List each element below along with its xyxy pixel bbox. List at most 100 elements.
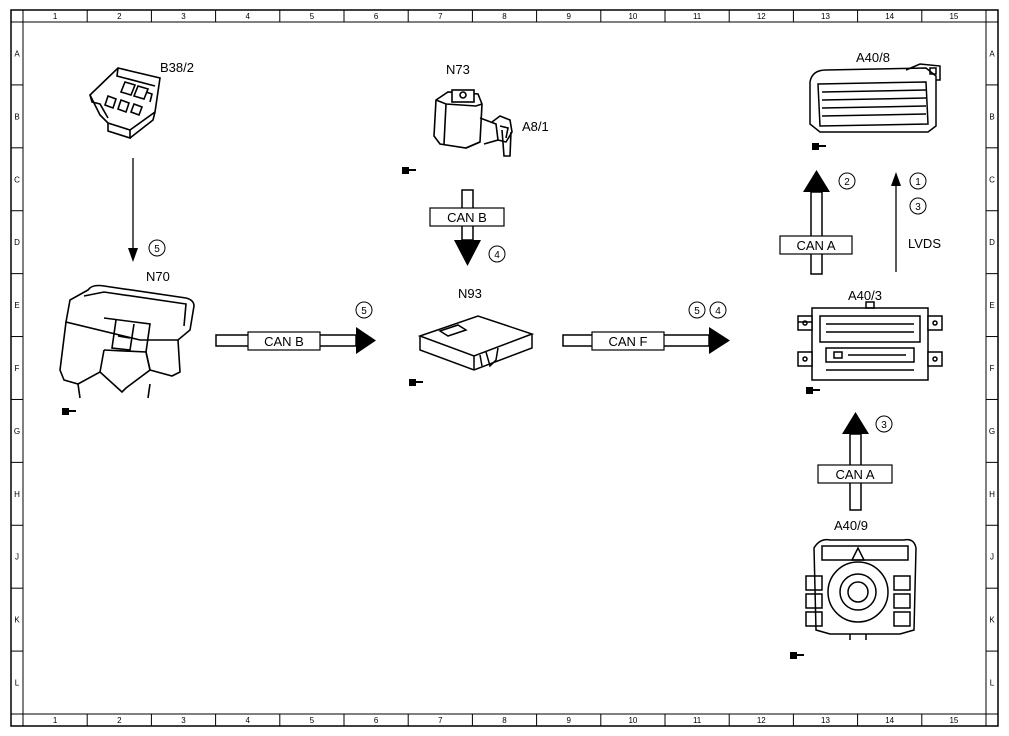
column-label: 8 bbox=[502, 716, 507, 725]
outer-frame bbox=[10, 9, 999, 727]
bus-box-a40-9-a40-3 bbox=[817, 464, 893, 484]
column-label: 3 bbox=[181, 12, 186, 21]
step-n70-to-n93: 5 bbox=[355, 301, 373, 319]
b38-to-n70-arrowhead bbox=[128, 248, 138, 262]
reference-hand-icon[interactable] bbox=[409, 379, 423, 386]
step-a40-3-to-a40-8: 2 bbox=[838, 172, 856, 190]
row-label: A bbox=[989, 49, 995, 58]
a40-3-to-a40-8-arrowhead bbox=[803, 170, 830, 192]
a40-3-to-a40-8-shaft bbox=[810, 191, 823, 275]
column-label: 14 bbox=[885, 716, 894, 725]
column-label: 1 bbox=[53, 716, 58, 725]
row-label: F bbox=[990, 364, 995, 373]
column-label: 13 bbox=[821, 716, 830, 725]
step-n93-to-a40-3-second: 4 bbox=[709, 301, 727, 319]
a40-9-operator-unit-drawing bbox=[805, 538, 917, 640]
column-label: 12 bbox=[757, 12, 766, 21]
bus-label-n73-n93: CAN B bbox=[447, 210, 487, 225]
reference-hand-icon[interactable] bbox=[62, 408, 76, 415]
label-b38-2: B38/2 bbox=[160, 60, 194, 75]
column-label: 5 bbox=[310, 716, 315, 725]
label-a40-9: A40/9 bbox=[834, 518, 868, 533]
column-label: 15 bbox=[949, 12, 958, 21]
a40-9-to-a40-3-arrowhead bbox=[842, 412, 869, 434]
column-label: 9 bbox=[566, 716, 571, 725]
row-label: D bbox=[989, 238, 995, 247]
bus-box-a40-3-a40-8 bbox=[779, 235, 853, 255]
step-lvds-second: 3 bbox=[909, 197, 927, 215]
column-label: 4 bbox=[245, 716, 250, 725]
bus-box-n93-a40-3 bbox=[591, 331, 665, 351]
column-label: 3 bbox=[181, 716, 186, 725]
n70-to-n93-arrowhead bbox=[356, 327, 376, 354]
label-a40-3: A40/3 bbox=[848, 288, 882, 303]
row-label: G bbox=[989, 427, 995, 436]
column-label: 14 bbox=[885, 12, 894, 21]
row-label: J bbox=[990, 553, 994, 562]
column-label: 5 bbox=[310, 12, 315, 21]
lvds-label: LVDS bbox=[908, 236, 941, 251]
row-label: C bbox=[14, 175, 20, 184]
bus-box-n73-n93 bbox=[429, 207, 505, 227]
n93-gateway-drawing bbox=[417, 315, 535, 371]
svg-text:4: 4 bbox=[715, 306, 721, 317]
column-label: 2 bbox=[117, 716, 122, 725]
column-label: 10 bbox=[628, 716, 637, 725]
row-label: K bbox=[989, 616, 995, 625]
row-label: B bbox=[14, 112, 19, 121]
svg-text:5: 5 bbox=[154, 244, 160, 255]
row-label: D bbox=[14, 238, 20, 247]
svg-text:3: 3 bbox=[881, 420, 887, 431]
column-label: 2 bbox=[117, 12, 122, 21]
column-label: 13 bbox=[821, 12, 830, 21]
svg-text:5: 5 bbox=[361, 306, 367, 317]
n70-overhead-panel-drawing bbox=[59, 284, 195, 399]
bus-box-n70-n93 bbox=[247, 331, 321, 351]
label-n93: N93 bbox=[458, 286, 482, 301]
svg-text:1: 1 bbox=[915, 177, 921, 188]
lvds-arrowhead bbox=[891, 172, 901, 186]
label-a8-1: A8/1 bbox=[522, 119, 549, 134]
column-label: 11 bbox=[693, 12, 702, 21]
label-n70: N70 bbox=[146, 269, 170, 284]
column-label: 11 bbox=[693, 716, 702, 725]
column-label: 8 bbox=[502, 12, 507, 21]
label-a40-8: A40/8 bbox=[856, 50, 890, 65]
reference-hand-icon[interactable] bbox=[806, 387, 820, 394]
row-label: B bbox=[989, 112, 994, 121]
step-n73-to-n93: 4 bbox=[488, 245, 506, 263]
svg-text:2: 2 bbox=[844, 177, 850, 188]
row-label: H bbox=[989, 490, 995, 499]
inner-frame bbox=[22, 21, 987, 715]
step-b38-to-n70: 5 bbox=[148, 239, 166, 257]
label-n73: N73 bbox=[446, 62, 470, 77]
row-label: L bbox=[15, 679, 20, 688]
reference-hand-icon[interactable] bbox=[402, 167, 416, 174]
row-label: J bbox=[15, 553, 19, 562]
row-label: G bbox=[14, 427, 20, 436]
row-label: L bbox=[990, 679, 995, 688]
column-label: 4 bbox=[245, 12, 250, 21]
row-label: C bbox=[989, 175, 995, 184]
row-label: F bbox=[15, 364, 20, 373]
reference-hand-icon[interactable] bbox=[812, 143, 826, 150]
svg-text:3: 3 bbox=[915, 202, 921, 213]
column-label: 7 bbox=[438, 12, 443, 21]
n73-to-n93-arrowhead bbox=[454, 240, 481, 266]
row-label: A bbox=[14, 49, 20, 58]
step-a40-9-to-a40-3: 3 bbox=[875, 415, 893, 433]
row-label: H bbox=[14, 490, 20, 499]
bus-label-a40-9-a40-3: CAN A bbox=[835, 467, 874, 482]
svg-text:5: 5 bbox=[694, 306, 700, 317]
row-label: E bbox=[14, 301, 19, 310]
reference-hand-icon[interactable] bbox=[790, 652, 804, 659]
column-label: 1 bbox=[53, 12, 58, 21]
column-label: 15 bbox=[949, 716, 958, 725]
row-label: E bbox=[989, 301, 994, 310]
step-n93-to-a40-3-first: 5 bbox=[688, 301, 706, 319]
column-label: 12 bbox=[757, 716, 766, 725]
step-lvds-first: 1 bbox=[909, 172, 927, 190]
a40-8-display-drawing bbox=[809, 63, 941, 133]
row-label: K bbox=[14, 616, 20, 625]
